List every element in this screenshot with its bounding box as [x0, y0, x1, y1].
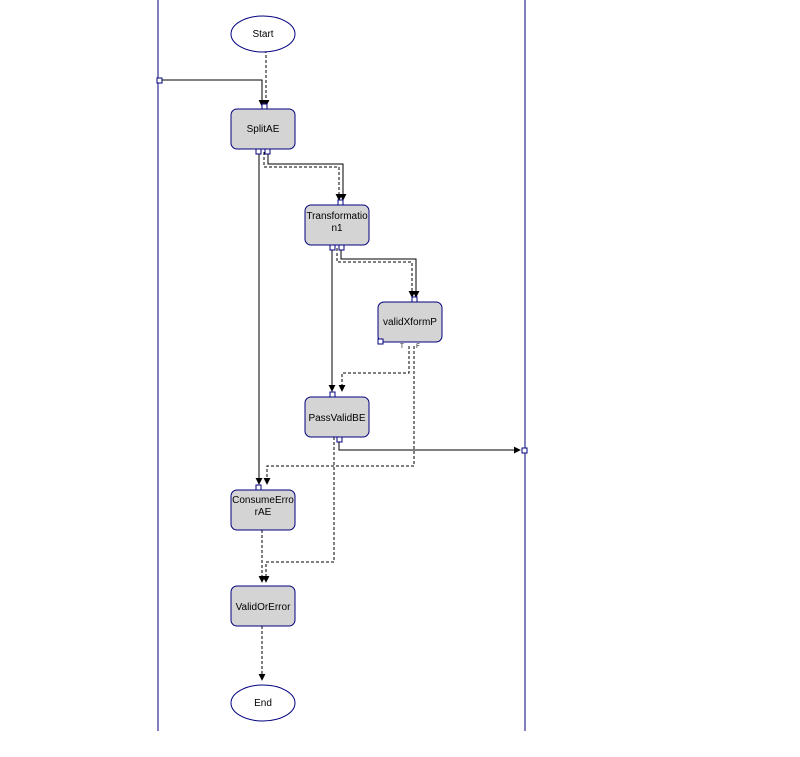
edge-validxform-true-to-passvalid	[338, 346, 410, 392]
decision-false-label: F	[416, 344, 420, 350]
end-node[interactable]: End	[230, 684, 296, 722]
transformation1-node-label-line2: n1	[331, 223, 343, 234]
transformation1-node[interactable]: Transformatio n1	[304, 204, 370, 246]
edge-transform-to-validxform-dashed	[336, 248, 416, 298]
valid-xform-p-input-port[interactable]	[411, 296, 418, 303]
edge-split-to-transform-dashed	[263, 152, 343, 201]
valid-xform-p-side-port[interactable]	[377, 338, 384, 345]
transformation1-node-label-line1: Transformatio	[306, 211, 368, 222]
consume-error-ae-input-port[interactable]	[255, 484, 262, 491]
start-node[interactable]: Start	[230, 15, 296, 53]
pass-valid-be-node-label: PassValidBE	[308, 413, 365, 424]
edge-start-to-split	[262, 51, 270, 107]
split-ae-node[interactable]: SplitAE	[230, 108, 296, 150]
split-ae-output-port-left[interactable]	[255, 148, 262, 155]
edge-validxform-false-to-consume-error	[263, 346, 415, 485]
valid-xform-p-node-label: validXformP	[383, 317, 437, 328]
pass-valid-be-output-port[interactable]	[336, 436, 343, 443]
consume-error-ae-node-label-line2: rAE	[255, 507, 272, 518]
split-ae-output-port-right[interactable]	[264, 148, 271, 155]
edge-passvalid-to-validorerror	[262, 437, 335, 583]
decision-true-label: T	[400, 344, 404, 350]
end-node-label: End	[254, 698, 272, 709]
pass-valid-be-node[interactable]: PassValidBE	[304, 396, 370, 438]
edge-split-to-transform-solid	[267, 152, 347, 201]
lane-left-port[interactable]	[156, 77, 163, 84]
split-ae-input-port[interactable]	[261, 103, 268, 110]
valid-xform-p-node[interactable]: validXformP	[377, 301, 443, 343]
split-ae-node-label: SplitAE	[247, 124, 280, 135]
transformation1-output-port-right[interactable]	[338, 244, 345, 251]
pass-valid-be-input-port[interactable]	[329, 391, 336, 398]
consume-error-ae-node-label-line1: ConsumeErro	[232, 495, 294, 506]
valid-or-error-node-label: ValidOrError	[236, 602, 291, 613]
edge-transform-to-validxform-solid	[340, 248, 420, 298]
consume-error-ae-node[interactable]: ConsumeErro rAE	[230, 489, 296, 531]
edge-lane-to-split	[162, 79, 266, 107]
start-node-label: Start	[252, 29, 273, 40]
transformation1-output-port-left[interactable]	[329, 244, 336, 251]
edge-passvalid-to-lane-port	[338, 441, 521, 454]
transformation1-input-port[interactable]	[337, 199, 344, 206]
valid-or-error-node[interactable]: ValidOrError	[230, 585, 296, 627]
lane-right-port[interactable]	[521, 447, 528, 454]
